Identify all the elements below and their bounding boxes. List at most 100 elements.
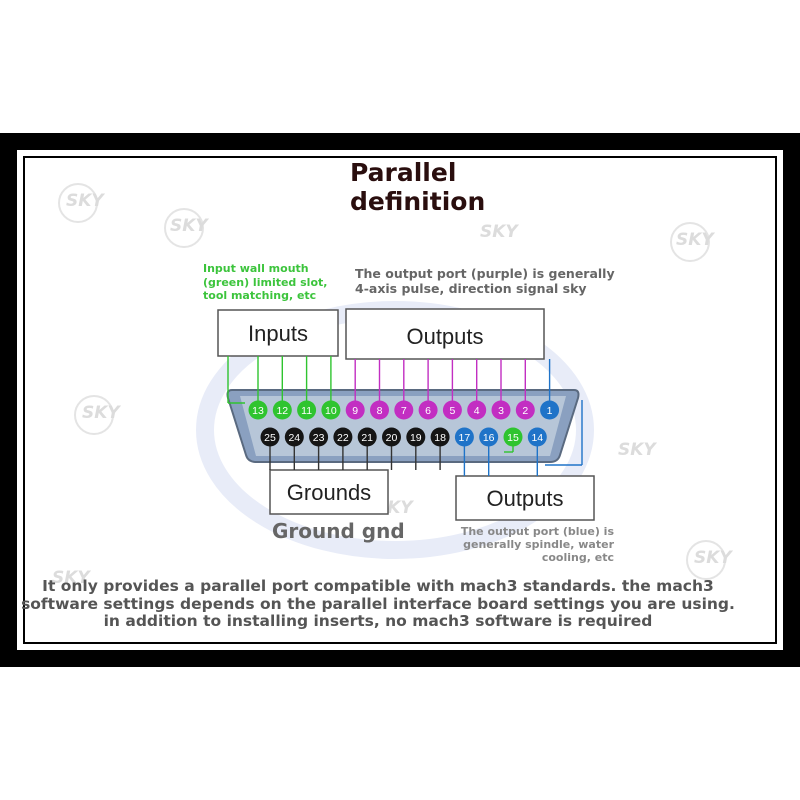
pin-circle <box>527 427 547 447</box>
footer-description: It only provides a parallel port compati… <box>21 577 735 630</box>
pin-11: 11 <box>297 400 317 420</box>
watermark-ring <box>670 222 710 262</box>
note-outputs-purple: The output port (purple) is generally 4-… <box>355 266 615 296</box>
pin-circle <box>418 400 438 420</box>
grounds-box <box>269 469 389 515</box>
pin-circle <box>248 400 268 420</box>
outputs-top-box <box>345 308 545 360</box>
pin-number: 18 <box>434 432 446 444</box>
pin-16: 16 <box>479 427 499 447</box>
pin-22: 22 <box>333 427 353 447</box>
pin-24: 24 <box>284 427 304 447</box>
pin-25: 25 <box>260 427 280 447</box>
pin-circle <box>333 427 353 447</box>
pin-7: 7 <box>394 400 414 420</box>
note-outputs-blue: The output port (blue) is generally spin… <box>460 525 614 564</box>
pin-number: 14 <box>531 432 543 444</box>
watermark-sky: SKY <box>66 191 104 211</box>
pin-13: 13 <box>248 400 268 420</box>
watermark-sky: SKY <box>480 222 518 242</box>
watermark-sky: SKY <box>676 230 714 250</box>
pin-9: 9 <box>345 400 365 420</box>
pin-10: 10 <box>321 400 341 420</box>
pin-circle <box>442 400 462 420</box>
watermark-sky: SKY <box>170 216 208 236</box>
pin-circle <box>503 427 523 447</box>
watermark-sky: SKY <box>694 548 732 568</box>
pin-circle <box>382 427 401 447</box>
pin-circle <box>454 427 474 447</box>
pin-circle <box>394 400 414 420</box>
pin-number: 1 <box>547 405 553 417</box>
pin-number: 9 <box>352 405 358 417</box>
watermark-ring <box>686 540 726 580</box>
pin-3: 3 <box>491 400 511 420</box>
pin-12: 12 <box>272 400 292 420</box>
pin-circle <box>479 427 499 447</box>
pin-number: 23 <box>313 432 325 444</box>
pin-4: 4 <box>467 400 487 420</box>
pin-1: 1 <box>540 400 560 420</box>
pin-number: 2 <box>522 405 528 417</box>
watermark-sky: SKY <box>618 440 656 460</box>
pin-circle <box>272 400 292 420</box>
pin-18: 18 <box>430 427 450 447</box>
pin-number: 16 <box>483 432 495 444</box>
pin-circle <box>345 400 365 420</box>
watermark-ring <box>58 183 98 223</box>
pin-number: 4 <box>474 405 480 417</box>
pin-number: 6 <box>425 405 431 417</box>
pin-circle <box>321 400 341 420</box>
pin-number: 17 <box>459 432 471 444</box>
pin-number: 11 <box>301 405 312 417</box>
pin-number: 24 <box>288 432 300 444</box>
pin-number: 25 <box>264 432 276 444</box>
pin-20: 20 <box>382 427 401 447</box>
watermark-sky: SKY <box>52 568 90 588</box>
pin-15: 15 <box>503 427 523 447</box>
pin-number: 7 <box>401 405 407 417</box>
note-inputs: Input wall mouth (green) limited slot, t… <box>203 262 328 302</box>
pin-circle <box>406 427 426 447</box>
inputs-box-label: Inputs <box>248 321 308 346</box>
pin-19: 19 <box>406 427 426 447</box>
pin-number: 5 <box>449 405 455 417</box>
watermark-sky: SKY <box>82 403 120 423</box>
pin-circle <box>284 427 304 447</box>
pin-circle <box>297 400 317 420</box>
page-title: Parallel definition <box>350 158 486 216</box>
outputs-bottom-box-label: Outputs <box>486 486 563 511</box>
pin-number: 10 <box>325 405 337 417</box>
pin-circle <box>491 400 511 420</box>
pin-circle <box>309 427 329 447</box>
pin-number: 12 <box>276 405 288 417</box>
pin-23: 23 <box>309 427 329 447</box>
pin-number: 22 <box>337 432 349 444</box>
pin-circle <box>370 400 389 420</box>
pin-number: 21 <box>361 432 373 444</box>
pin-6: 6 <box>418 400 438 420</box>
pin-number: 19 <box>410 432 422 444</box>
pin-14: 14 <box>527 427 547 447</box>
pin-circle <box>467 400 487 420</box>
pin-number: 15 <box>507 432 519 444</box>
grounds-box-label: Grounds <box>287 480 371 505</box>
pin-circle <box>430 427 450 447</box>
watermark-ring <box>164 208 204 248</box>
pin-number: 20 <box>386 432 398 444</box>
outputs-bottom-box <box>455 475 595 521</box>
pin-5: 5 <box>442 400 462 420</box>
pin-number: 13 <box>252 405 264 417</box>
pin-17: 17 <box>454 427 474 447</box>
pin-circle <box>540 400 560 420</box>
outputs-top-box-label: Outputs <box>406 324 483 349</box>
pin-circle <box>515 400 535 420</box>
ground-caption: Ground gnd <box>272 519 405 543</box>
inputs-box <box>217 309 339 357</box>
pin-21: 21 <box>357 427 377 447</box>
pin-circle <box>357 427 377 447</box>
wires <box>227 356 583 476</box>
pin-2: 2 <box>515 400 535 420</box>
